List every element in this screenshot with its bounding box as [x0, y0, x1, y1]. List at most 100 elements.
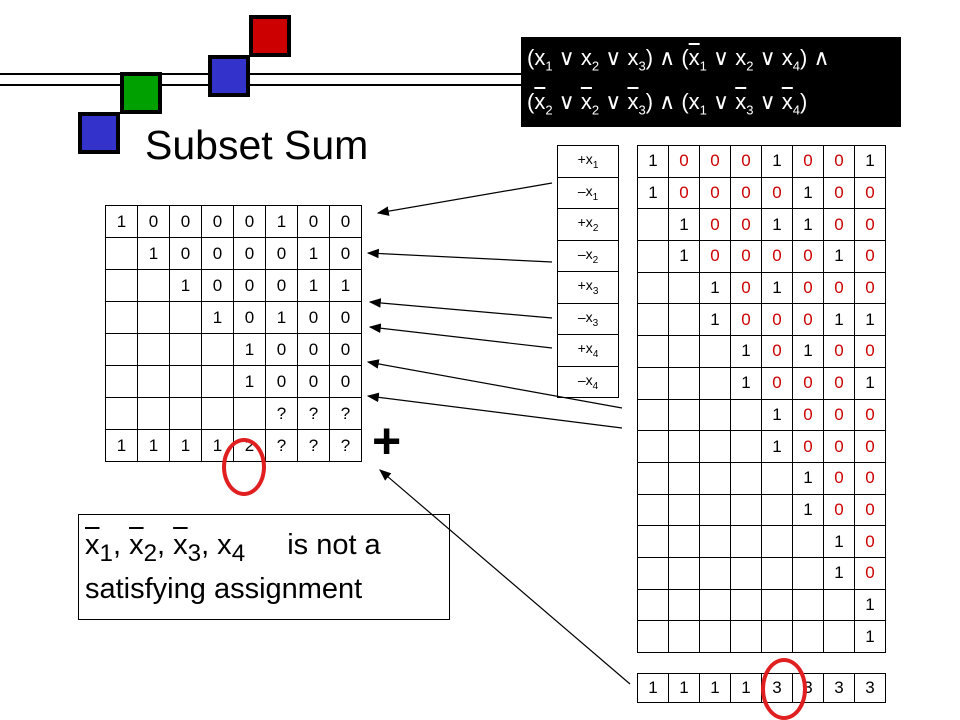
cnf-formula: (x1 ∨ x2 ∨ x3) ∧ (x1 ∨ x2 ∨ x4) ∧ (x2 ∨ … — [521, 37, 901, 127]
table-cell — [699, 430, 731, 463]
table-cell: 0 — [854, 208, 886, 242]
table-cell — [233, 397, 266, 430]
sum-cell: 1 — [699, 673, 731, 703]
table-row: 1 — [637, 620, 886, 653]
table-cell — [105, 237, 138, 270]
table-cell — [792, 525, 824, 558]
literal-label: –x3 — [557, 302, 619, 335]
table-row: 1 — [637, 588, 886, 622]
plus-sign: + — [372, 413, 402, 469]
table-cell: 0 — [823, 398, 855, 432]
table-cell — [730, 556, 762, 590]
table-cell — [699, 588, 731, 622]
note-variables: x1, x2, x3, x4 — [85, 529, 246, 567]
table-cell: 1 — [105, 429, 138, 462]
table-cell: 1 — [105, 205, 138, 238]
table-cell — [201, 365, 234, 398]
blue-square — [208, 55, 250, 97]
slide-title: Subset Sum — [145, 122, 369, 168]
literal-row: –x2 — [557, 239, 619, 272]
table-cell: 0 — [137, 205, 170, 238]
table-cell — [637, 240, 669, 273]
table-cell — [105, 269, 138, 302]
table-cell — [761, 525, 793, 558]
table-cell: 1 — [854, 145, 886, 178]
table-cell: 0 — [265, 333, 298, 366]
green-square — [120, 72, 162, 114]
sum-cell: 1 — [668, 673, 700, 703]
table-cell — [169, 333, 202, 366]
table-cell: 1 — [854, 366, 886, 400]
table-cell: 0 — [792, 240, 824, 273]
table-cell: 0 — [233, 237, 266, 270]
table-cell: 0 — [761, 240, 793, 273]
table-cell — [201, 333, 234, 366]
sum-cell: 3 — [854, 673, 886, 703]
table-cell: 0 — [265, 365, 298, 398]
table-cell — [730, 398, 762, 432]
table-cell — [637, 335, 669, 368]
sum-cell: 3 — [823, 673, 855, 703]
table-cell: 0 — [201, 269, 234, 302]
table-cell: 1 — [297, 237, 330, 270]
table-cell: 1 — [761, 145, 793, 178]
table-cell: 0 — [297, 301, 330, 334]
table-cell — [169, 365, 202, 398]
table-cell — [637, 620, 669, 653]
table-cell — [637, 525, 669, 558]
table-cell: 0 — [792, 430, 824, 463]
table-cell: 0 — [265, 269, 298, 302]
table-cell: 1 — [854, 620, 886, 653]
table-cell: 0 — [854, 176, 886, 210]
table-cell: 0 — [329, 205, 362, 238]
table-cell: 0 — [761, 176, 793, 210]
literal-row: –x3 — [557, 302, 619, 335]
table-cell: ? — [329, 429, 362, 462]
sum-cell: 1 — [730, 673, 762, 703]
table-cell — [730, 461, 762, 495]
table-cell: 1 — [169, 429, 202, 462]
table-cell: ? — [297, 429, 330, 462]
table-cell — [699, 335, 731, 368]
table-cell: 0 — [823, 430, 855, 463]
table-cell: 1 — [761, 271, 793, 305]
table-cell: ? — [265, 429, 298, 462]
table-cell: 0 — [329, 237, 362, 270]
table-cell — [761, 588, 793, 622]
table-cell — [137, 397, 170, 430]
table-cell: 0 — [854, 335, 886, 368]
table-cell: 1 — [792, 208, 824, 242]
table-cell: 1 — [637, 145, 669, 178]
table-cell: 1 — [823, 240, 855, 273]
note-line-2: satisfying assignment — [85, 573, 363, 605]
note-box: x1, x2, x3, x4 is not a satisfying assig… — [78, 514, 450, 620]
highlight-circle — [222, 438, 266, 496]
literal-row: –x4 — [557, 365, 619, 398]
table-cell — [699, 461, 731, 495]
table-cell: 0 — [329, 365, 362, 398]
table-cell: 0 — [668, 176, 700, 210]
table-cell: 0 — [730, 303, 762, 337]
table-cell: 0 — [233, 205, 266, 238]
table-cell: 0 — [761, 366, 793, 400]
table-cell: 1 — [730, 366, 762, 400]
table-cell: 1 — [668, 240, 700, 273]
table-cell: 0 — [854, 556, 886, 590]
table-cell: 0 — [699, 145, 731, 178]
table-cell — [699, 493, 731, 527]
table-cell: 0 — [792, 145, 824, 178]
